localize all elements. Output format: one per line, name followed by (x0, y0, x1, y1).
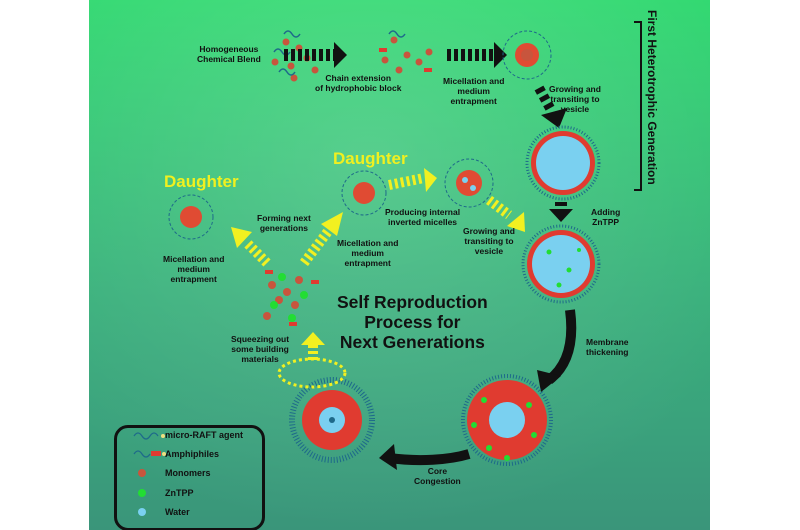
monomer-icon (138, 469, 146, 477)
light-rays (89, 0, 710, 530)
arrow-daughter-left (231, 227, 271, 267)
legend-icons (133, 432, 166, 516)
chain-extended-graphic (379, 30, 433, 74)
vesicle-with-zntpp (521, 224, 601, 304)
zntpp-icon (138, 489, 146, 497)
diagram-graphics (89, 0, 710, 530)
legend-label-zntpp: ZnTPP (165, 488, 194, 498)
legend-label-water: Water (165, 507, 190, 517)
label-first-heterotrophic-generation: First Heterotrophic Generation (645, 10, 659, 185)
arrow-squeezing (301, 332, 325, 360)
legend-label-amphiphiles: Amphiphiles (165, 449, 220, 459)
amphiphile-icon (133, 450, 151, 458)
congested-vesicle (289, 377, 375, 463)
daughter-micelle-left (168, 194, 214, 240)
generation-bracket (634, 21, 642, 191)
water-icon (138, 508, 146, 516)
daughter-micelle-mid (341, 170, 387, 216)
label-daughter-mid: Daughter (333, 149, 408, 168)
micelle-top (502, 30, 552, 80)
arrow-adding-zntpp (549, 202, 573, 222)
arrow-daughter-mid (300, 212, 343, 267)
figure-panel: micro-RAFT agent Amphiphiles Monomers Zn… (89, 0, 710, 530)
legend-box (114, 425, 265, 530)
arrow-growing-mid (486, 196, 525, 232)
arrow-growing (534, 85, 567, 128)
building-materials-cluster (263, 270, 319, 326)
inverted-micelle-vesicle (444, 158, 494, 208)
micro-raft-agent-icon (133, 432, 159, 440)
legend-label-monomers: Monomers (165, 468, 211, 478)
thick-membrane-vesicle (461, 374, 553, 466)
arrow-head (379, 444, 397, 470)
arrow-head (537, 370, 561, 392)
vesicle-first (525, 125, 601, 201)
label-daughter-left: Daughter (164, 172, 239, 191)
legend-label-micro-raft: micro-RAFT agent (165, 430, 244, 440)
arrow-producing-internal (388, 168, 437, 192)
arrow-core-congestion (388, 449, 471, 466)
arrow-chain-extension (284, 42, 347, 68)
arrow-micellation (447, 42, 507, 68)
